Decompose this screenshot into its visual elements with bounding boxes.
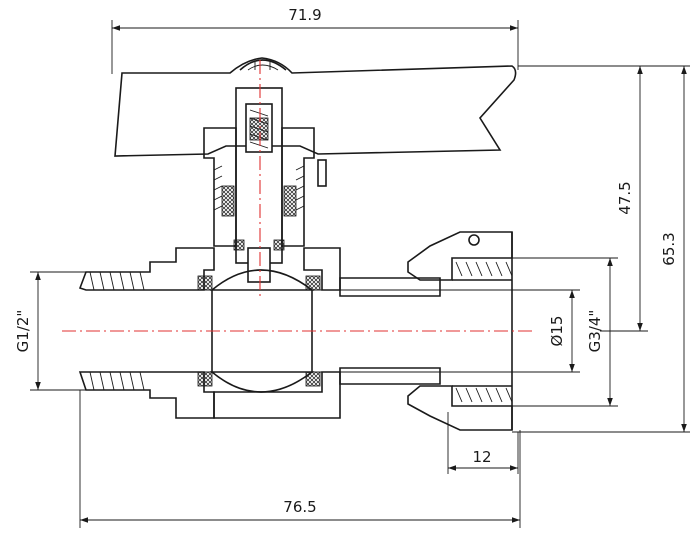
dim-inlet-thread: G1/2" bbox=[14, 271, 86, 391]
dim-top-width-label: 71.9 bbox=[288, 6, 321, 24]
dim-nut-length: 12 bbox=[447, 412, 519, 474]
dim-inlet-thread-label: G1/2" bbox=[14, 310, 32, 353]
dim-bore-label: Ø15 bbox=[548, 316, 566, 347]
dim-bore: Ø15 bbox=[440, 289, 580, 373]
dim-handle-height: 47.5 bbox=[518, 65, 648, 332]
dim-top-width: 71.9 bbox=[111, 6, 519, 74]
dim-outlet-thread-label: G3/4" bbox=[586, 310, 604, 353]
dim-outlet-thread: G3/4" bbox=[512, 257, 618, 407]
stem bbox=[235, 87, 283, 283]
valve-body bbox=[78, 247, 441, 419]
dim-bottom-width-label: 76.5 bbox=[283, 498, 316, 516]
bonnet bbox=[203, 127, 327, 251]
dim-total-height-label: 65.3 bbox=[660, 232, 678, 265]
handle bbox=[114, 57, 517, 157]
dim-handle-height-label: 47.5 bbox=[616, 181, 634, 214]
dim-nut-length-label: 12 bbox=[472, 448, 491, 466]
dim-bottom-width: 76.5 bbox=[79, 390, 521, 528]
dim-total-height: 65.3 bbox=[512, 65, 690, 433]
